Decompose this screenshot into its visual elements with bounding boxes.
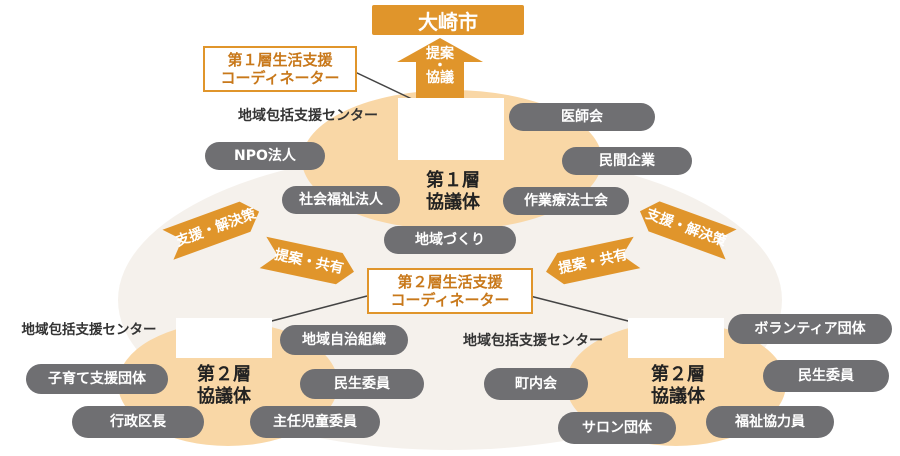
layer2-left-member-pill: 地域包括支援センター bbox=[21, 322, 157, 339]
layer2-right-member-pill: 地域包括支援センター bbox=[463, 333, 603, 349]
left-support-arrow bbox=[162, 201, 260, 260]
layer1-coordinator-line2: コーディネーター bbox=[220, 69, 340, 87]
layer2-left-member-pill: 子育て支援団体 bbox=[26, 364, 168, 394]
layer2-right-member-pill: 民生委員 bbox=[763, 360, 889, 392]
layer1-member-pill: 作業療法士会 bbox=[503, 187, 629, 215]
up-arrow-label-line2: ・ bbox=[433, 58, 447, 74]
layer2-right-photo-placeholder bbox=[628, 318, 724, 358]
layer1-member-pill: 地域づくり bbox=[384, 226, 516, 254]
up-arrow bbox=[397, 38, 483, 98]
coord2-line-left bbox=[267, 295, 368, 323]
up-arrow-label: 提案 ・ 協議 bbox=[418, 46, 462, 86]
layer2-left-council-line2: 協議体 bbox=[197, 386, 251, 407]
layer1-coordinator-line1: 第１層生活支援 bbox=[227, 51, 333, 69]
layer2-left-member-pill: 主任児童委員 bbox=[250, 406, 380, 438]
layer2-right-member-pill: サロン団体 bbox=[558, 412, 676, 444]
layer1-member-pill: 民間企業 bbox=[562, 147, 692, 175]
layer2-left-member-pill: 行政区長 bbox=[72, 406, 204, 438]
right-propose-arrow bbox=[546, 236, 641, 285]
layer2-left-member-pill: 地域自治組織 bbox=[280, 325, 408, 355]
city-box: 大崎市 bbox=[372, 5, 524, 35]
layer1-member-pill: NPO法人 bbox=[205, 142, 325, 170]
layer2-coordinator-line2: コーディネーター bbox=[390, 291, 510, 309]
layer1-member-pill: 社会福祉法人 bbox=[282, 186, 400, 214]
layer1-member-pill: 地域包括支援センター bbox=[238, 108, 378, 124]
layer1-council-line2: 協議体 bbox=[426, 192, 480, 213]
layer1-council-label: 第１層 協議体 bbox=[408, 170, 498, 214]
layer2-left-council-label: 第２層 協議体 bbox=[176, 364, 272, 408]
left-propose-arrow bbox=[259, 236, 354, 285]
layer2-right-member-pill: 町内会 bbox=[484, 368, 588, 400]
layer2-right-council-line1: 第２層 bbox=[651, 364, 705, 385]
coord2-line-right bbox=[529, 295, 633, 323]
up-arrow-label-line3: 協議 bbox=[426, 70, 454, 86]
layer1-coordinator-box: 第１層生活支援 コーディネーター bbox=[203, 46, 357, 92]
layer2-right-council-label: 第２層 協議体 bbox=[630, 364, 726, 408]
right-support-arrow bbox=[639, 201, 737, 260]
layer1-member-pill: 医師会 bbox=[509, 103, 655, 131]
up-arrow-label-line1: 提案 bbox=[426, 46, 454, 62]
layer2-left-member-pill: 民生委員 bbox=[300, 369, 424, 399]
layer1-council-line1: 第１層 bbox=[426, 170, 480, 191]
layer2-coordinator-box: 第２層生活支援 コーディネーター bbox=[367, 268, 533, 314]
layer2-coordinator-line1: 第２層生活支援 bbox=[397, 273, 503, 291]
layer1-photo-placeholder bbox=[398, 98, 504, 160]
layer2-right-member-pill: 福祉協力員 bbox=[706, 406, 834, 438]
layer2-left-photo-placeholder bbox=[176, 318, 272, 358]
layer2-right-member-pill: ボランティア団体 bbox=[728, 314, 892, 344]
coord1-line bbox=[354, 71, 415, 101]
layer2-right-council-line2: 協議体 bbox=[651, 386, 705, 407]
layer2-left-council-line1: 第２層 bbox=[197, 364, 251, 385]
